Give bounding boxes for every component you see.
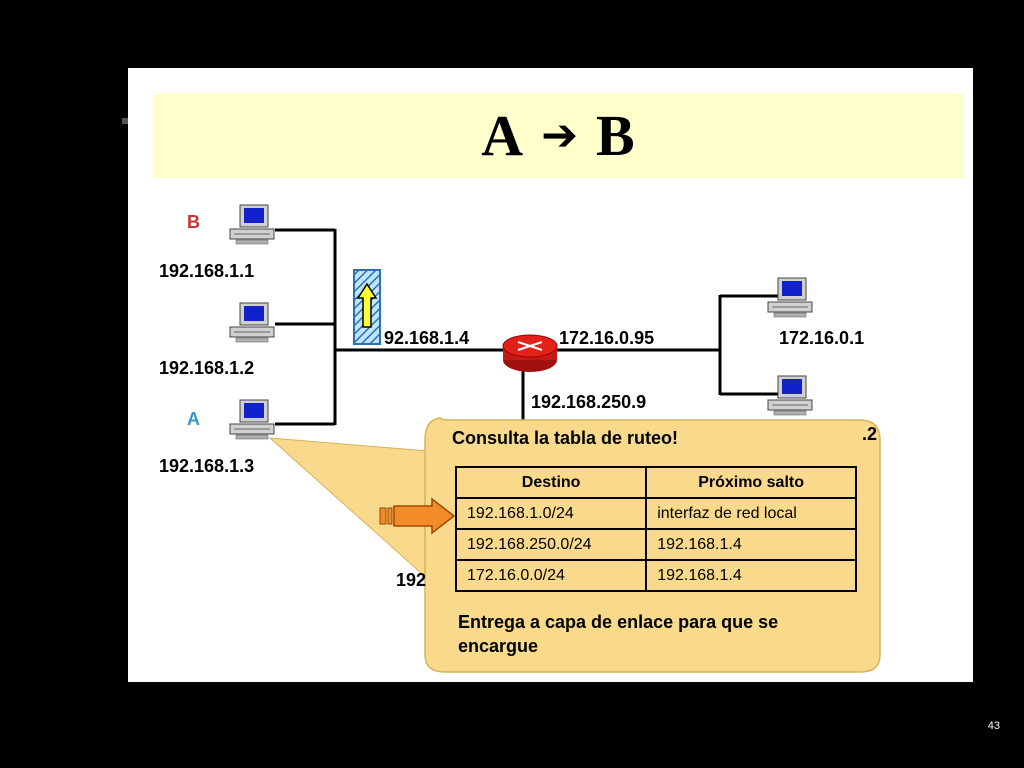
table-row: 172.16.0.0/24 192.168.1.4 xyxy=(454,559,857,592)
bubble-footer: Entrega a capa de enlace para que se enc… xyxy=(458,612,779,656)
router-right-ip: 172.16.0.95 xyxy=(559,328,655,348)
computer-b-icon xyxy=(229,204,275,245)
column-header: Próximo salto xyxy=(645,466,857,499)
title-right: B xyxy=(596,103,635,168)
right-top-host-ip: 172.16.0.1 xyxy=(779,328,865,348)
packet-icon xyxy=(353,269,381,345)
page-number: 43 xyxy=(987,720,1000,732)
arrow-right-icon: ➔ xyxy=(541,110,579,161)
table-cell: 192.168.1.4 xyxy=(645,559,857,592)
computer-a-icon xyxy=(229,399,275,440)
router-icon xyxy=(502,334,558,372)
host-a-ip: 192.168.1.3 xyxy=(159,456,255,476)
bullet-mark xyxy=(122,118,128,124)
column-header: Destino xyxy=(454,466,648,499)
title-left: A xyxy=(481,103,524,168)
routing-table: Destino Próximo salto 192.168.1.0/24 int… xyxy=(454,466,857,592)
host-2-ip: 192.168.1.2 xyxy=(159,358,255,378)
computer-icon xyxy=(229,302,275,343)
router-bottom-ip: 192.168.250.9 xyxy=(531,392,647,412)
right-bottom-host-ip-partial: .2 xyxy=(862,424,878,444)
router-left-ip: 92.168.1.4 xyxy=(384,328,470,348)
table-row: 192.168.1.0/24 interfaz de red local xyxy=(454,497,857,530)
table-cell: 192.168.1.4 xyxy=(645,528,857,561)
host-a-label: A xyxy=(187,409,200,429)
bubble-heading: Consulta la tabla de ruteo! xyxy=(452,428,679,448)
title-band: A ➔ B xyxy=(153,93,963,178)
bottom-ip-partial: 192 xyxy=(396,570,427,590)
right-network-lines xyxy=(521,294,778,420)
table-cell: 192.168.250.0/24 xyxy=(454,528,648,561)
left-network-lines xyxy=(275,228,510,426)
host-b-ip: 192.168.1.1 xyxy=(159,261,255,281)
table-cell: interfaz de red local xyxy=(645,497,857,530)
host-b-label: B xyxy=(187,212,200,232)
table-header-row: Destino Próximo salto xyxy=(454,466,857,499)
pointer-arrow-icon xyxy=(379,497,456,535)
table-row: 192.168.250.0/24 192.168.1.4 xyxy=(454,528,857,561)
table-cell: 172.16.0.0/24 xyxy=(454,559,648,592)
table-cell: 192.168.1.0/24 xyxy=(454,497,648,530)
